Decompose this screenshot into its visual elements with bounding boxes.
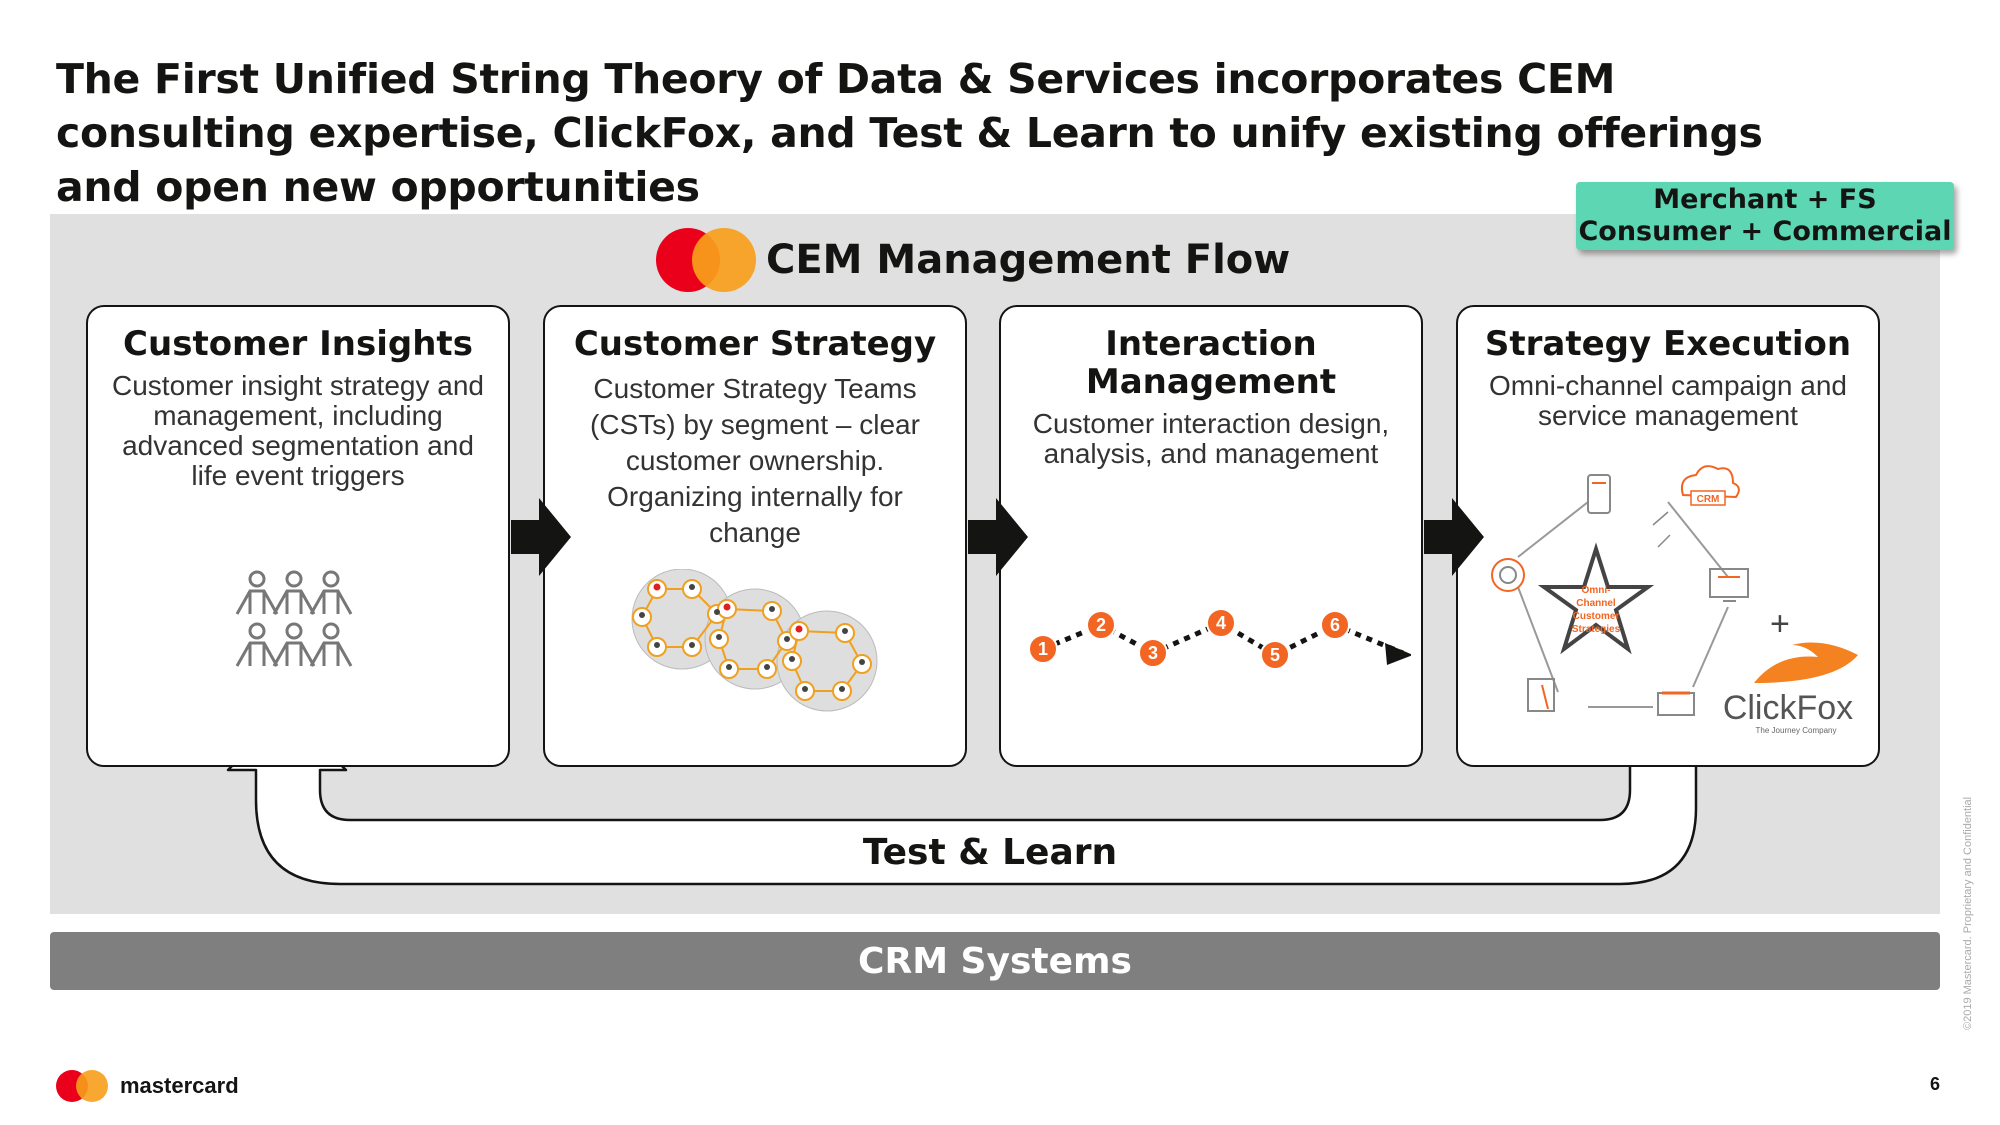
flow-header: CEM Management Flow bbox=[656, 228, 1290, 292]
card-heading: Strategy Execution bbox=[1484, 324, 1852, 364]
slide-title: The First Unified String Theory of Data … bbox=[56, 55, 1763, 211]
card-body: Customer interaction design, analysis, a… bbox=[1032, 408, 1390, 469]
page-number: 6 bbox=[1930, 1074, 1941, 1094]
card-interaction-management: Interaction Management Customer interact… bbox=[999, 305, 1423, 767]
star-label-3: Customer bbox=[1573, 611, 1620, 622]
card-customer-strategy: Customer Strategy Customer Strategy Team… bbox=[543, 305, 967, 767]
card-customer-insights: Customer Insights Customer insight strat… bbox=[86, 305, 510, 767]
flow-arrow-3 bbox=[1424, 498, 1484, 576]
clickfox-tagline: The Journey Company bbox=[1756, 726, 1837, 735]
segment-badge: Merchant + FS Consumer + Commercial bbox=[1576, 182, 1954, 250]
store-counter-icon bbox=[1657, 691, 1695, 716]
card-heading: Interaction Management bbox=[1085, 324, 1337, 402]
kiosk-terminal-icon bbox=[1527, 678, 1555, 712]
badge-line-2: Consumer + Commercial bbox=[1578, 216, 1952, 247]
star-label-1: Omni- bbox=[1582, 585, 1611, 596]
desktop-monitor-icon bbox=[1709, 568, 1749, 602]
footer-brand: mastercard bbox=[56, 1070, 239, 1102]
card-body: Customer Strategy Teams (CSTs) by segmen… bbox=[590, 373, 920, 548]
customer-teams-network-icon bbox=[631, 569, 878, 712]
card-heading: Customer Strategy bbox=[573, 324, 937, 364]
copyright-notice: ©2019 Mastercard. Proprietary and Confid… bbox=[1962, 796, 1974, 1030]
star-icon bbox=[1537, 542, 1655, 655]
omni-channel-diagram-icon: Omni- Channel Customer Strategies CRM bbox=[1491, 465, 1858, 735]
crm-systems-label: CRM Systems bbox=[858, 940, 1132, 982]
step-3: 3 bbox=[1148, 643, 1158, 663]
flow-arrow-1 bbox=[511, 498, 571, 576]
footer-brand-name: mastercard bbox=[120, 1073, 239, 1098]
card-body: Omni-channel campaign and service manage… bbox=[1489, 370, 1847, 431]
badge-line-1: Merchant + FS bbox=[1653, 184, 1877, 215]
crm-tag: CRM bbox=[1697, 494, 1720, 505]
mastercard-logo-icon bbox=[656, 228, 756, 292]
mobile-phone-icon bbox=[1587, 474, 1611, 514]
clickfox-wordmark: ClickFox bbox=[1723, 689, 1853, 727]
card-strategy-execution: Strategy Execution Omni-channel campaign… bbox=[1456, 305, 1880, 767]
card-heading: Customer Insights bbox=[123, 324, 473, 364]
flow-arrow-2 bbox=[968, 498, 1028, 576]
crm-systems-bar: CRM Systems bbox=[50, 932, 1940, 990]
clickfox-flame-icon bbox=[1754, 642, 1858, 683]
star-label-4: Strategies bbox=[1572, 624, 1621, 635]
step-2: 2 bbox=[1096, 615, 1106, 635]
step-5: 5 bbox=[1270, 645, 1280, 665]
headset-icon bbox=[1491, 558, 1525, 592]
star-label-2: Channel bbox=[1576, 598, 1616, 609]
people-group-icon bbox=[235, 570, 353, 667]
step-6: 6 bbox=[1330, 615, 1340, 635]
step-1: 1 bbox=[1038, 639, 1048, 659]
mastercard-mini-logo-icon bbox=[56, 1070, 108, 1102]
flow-title: CEM Management Flow bbox=[766, 237, 1291, 283]
plus-sign: + bbox=[1770, 605, 1790, 643]
step-4: 4 bbox=[1216, 613, 1226, 633]
card-body: Customer insight strategy and management… bbox=[112, 370, 484, 491]
interaction-journey-path-icon: 1 2 3 4 5 6 bbox=[1028, 608, 1411, 670]
cloud-crm-icon: CRM bbox=[1652, 465, 1740, 548]
test-and-learn-label: Test & Learn bbox=[862, 832, 1118, 873]
